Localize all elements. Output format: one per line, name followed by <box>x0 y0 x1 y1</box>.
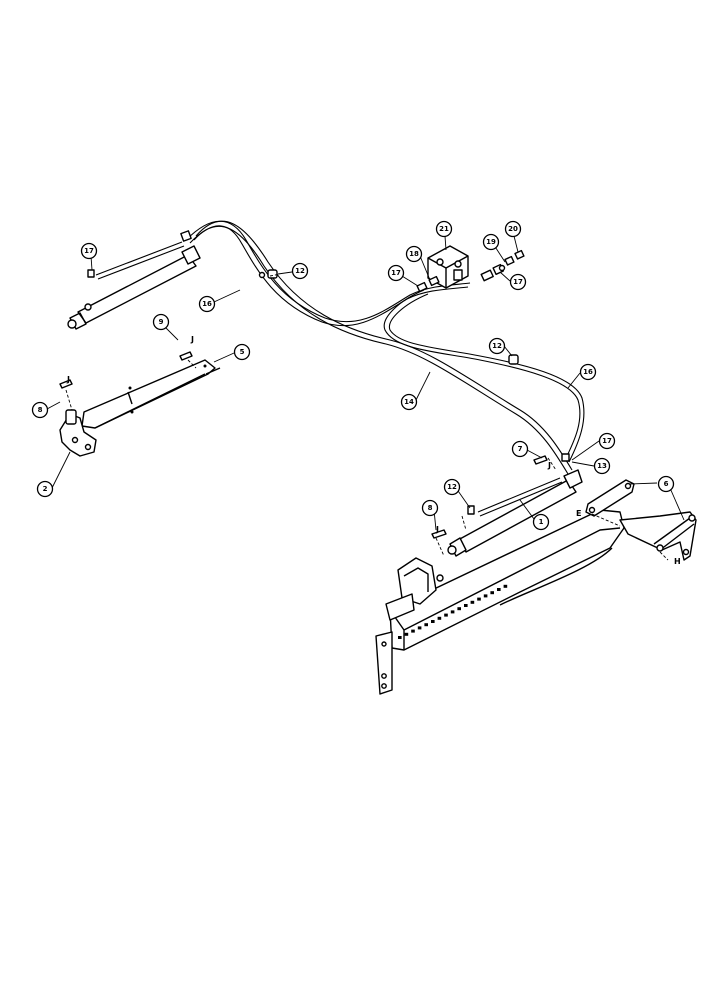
callout-17: 17 <box>387 264 405 282</box>
svg-text:17: 17 <box>84 247 94 255</box>
frame-hole <box>477 597 481 601</box>
alignment-lines <box>65 273 669 561</box>
svg-text:6: 6 <box>664 480 669 488</box>
svg-text:12: 12 <box>447 483 457 491</box>
svg-text:12: 12 <box>295 267 305 275</box>
fitting-12-upper <box>258 269 278 279</box>
frame-hole <box>490 591 494 595</box>
link-6-lower <box>619 511 697 561</box>
hose-lower-cylinder <box>95 241 563 517</box>
bracket-2 <box>59 409 97 457</box>
letter-j-pin8: J <box>435 525 439 534</box>
link-6-upper <box>585 479 635 517</box>
frame-hole <box>450 610 455 614</box>
callout-1: 1 <box>532 513 550 531</box>
svg-text:21: 21 <box>439 225 449 233</box>
callout-5: 5 <box>233 343 251 361</box>
frame-hole <box>424 623 428 627</box>
callout-12: 12 <box>443 478 461 496</box>
letter-e: E <box>576 509 581 518</box>
callout-17: 17 <box>509 273 527 291</box>
valve-fittings <box>416 249 525 293</box>
frame-hole <box>398 636 402 639</box>
frame-hole <box>444 613 448 617</box>
svg-text:19: 19 <box>486 238 496 246</box>
callout-16: 16 <box>579 363 597 381</box>
callout-17: 17 <box>598 432 616 450</box>
svg-text:8: 8 <box>428 504 433 512</box>
pin-8-left <box>59 379 73 389</box>
svg-text:5: 5 <box>240 348 245 356</box>
frame-hole <box>497 588 501 591</box>
frame-hole <box>411 629 415 633</box>
callout-13: 13 <box>593 457 611 475</box>
svg-text:12: 12 <box>492 342 502 350</box>
frame-hole <box>417 626 422 630</box>
frame-hole <box>503 584 508 588</box>
letter-j-pin9: J <box>190 335 194 344</box>
arm-5 <box>81 359 221 429</box>
callout-6: 6 <box>657 475 675 493</box>
callout-8: 8 <box>421 499 439 517</box>
lower-hydraulic-cylinder <box>447 453 583 557</box>
callout-12: 12 <box>488 337 506 355</box>
frame-hole <box>464 604 468 607</box>
frame-hole <box>437 616 442 620</box>
svg-text:16: 16 <box>202 300 212 308</box>
callout-17: 17 <box>80 242 98 260</box>
svg-text:13: 13 <box>597 462 607 470</box>
callout-21: 21 <box>435 220 453 238</box>
frame-hole <box>404 632 409 636</box>
callout-19: 19 <box>482 233 500 251</box>
svg-text:2: 2 <box>43 485 48 493</box>
svg-text:14: 14 <box>404 398 414 406</box>
frame-hole <box>483 594 488 598</box>
letter-j-left: J <box>66 375 70 384</box>
upper-hydraulic-cylinder <box>67 230 201 330</box>
svg-text:20: 20 <box>508 225 518 233</box>
pin-8-right <box>431 529 447 539</box>
fitting-12-middle <box>508 354 519 365</box>
svg-text:16: 16 <box>583 368 593 376</box>
frame-mount-bracket <box>385 557 444 621</box>
frame-hole <box>457 607 461 611</box>
callout-16: 16 <box>198 295 216 313</box>
hose-16-lower <box>383 289 585 463</box>
callout-8: 8 <box>31 401 49 419</box>
frame-hole <box>470 600 475 604</box>
callout-7: 7 <box>511 440 529 458</box>
frame-hole <box>431 620 435 623</box>
leader-lines <box>46 231 685 531</box>
valve-block-21 <box>427 245 469 289</box>
frame-hole-row <box>398 584 508 639</box>
callout-14: 14 <box>400 393 418 411</box>
svg-text:1: 1 <box>539 518 544 526</box>
callout-2: 2 <box>36 480 54 498</box>
callout-9: 9 <box>152 313 170 331</box>
svg-text:17: 17 <box>513 278 523 286</box>
letter-h: H <box>674 557 681 566</box>
callout-12: 12 <box>291 262 309 280</box>
callout-20: 20 <box>504 220 522 238</box>
svg-text:17: 17 <box>391 269 401 277</box>
main-frame-beam <box>375 509 625 695</box>
svg-text:9: 9 <box>159 318 164 326</box>
svg-text:8: 8 <box>38 406 43 414</box>
letter-j-cylinder: J <box>547 461 551 470</box>
svg-text:18: 18 <box>409 250 419 258</box>
callout-18: 18 <box>405 245 423 263</box>
pin-9 <box>179 351 193 361</box>
svg-text:7: 7 <box>518 445 523 453</box>
svg-text:17: 17 <box>602 437 612 445</box>
